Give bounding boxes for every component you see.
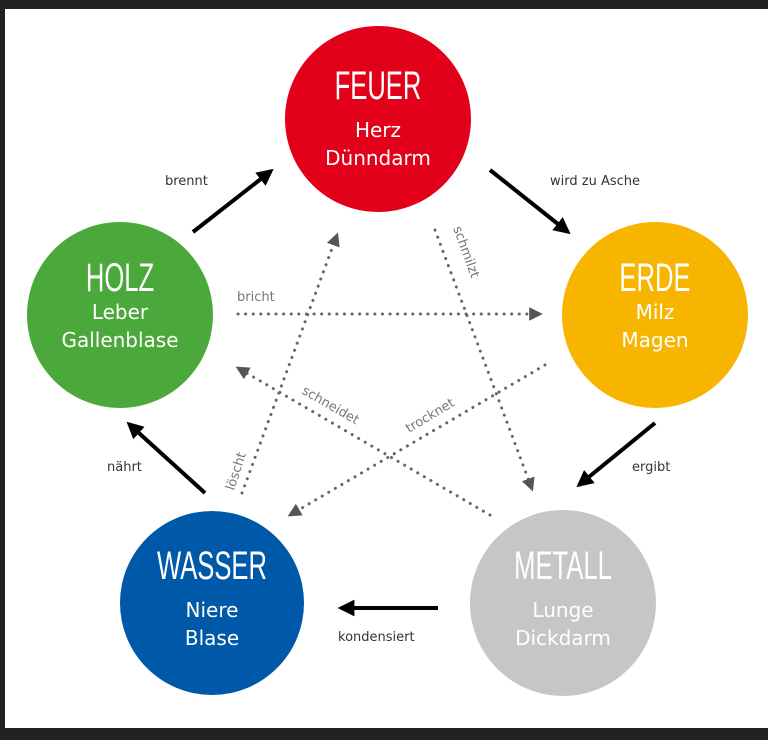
arrow-ergibt (576, 421, 657, 488)
arrow-loescht (240, 232, 340, 495)
organ-1: Niere (186, 598, 239, 622)
element-holz: HOLZ Leber Gallenblase (27, 222, 213, 408)
label-trocknet: trocknet (403, 396, 457, 437)
arrow-naehrt (126, 421, 207, 495)
organ-1: Herz (355, 118, 401, 142)
organ-2: Blase (185, 626, 239, 650)
diagram-canvas: FEUER Herz Dünndarm ERDE Milz Magen META… (5, 9, 768, 728)
label-naehrt: nährt (107, 460, 142, 475)
arrow-trocknet (287, 363, 547, 517)
organ-1: Lunge (532, 598, 593, 622)
element-title: FEUER (335, 64, 422, 108)
five-elements-diagram: FEUER Herz Dünndarm ERDE Milz Magen META… (27, 26, 748, 696)
element-feuer: FEUER Herz Dünndarm (285, 26, 471, 212)
organ-2: Dünndarm (325, 146, 431, 170)
element-title: WASSER (157, 544, 267, 588)
generating-cycle: brennt wird zu Asche ergibt kondensiert … (107, 168, 670, 645)
arrow-schneidet (235, 366, 492, 517)
organ-1: Leber (92, 300, 149, 324)
element-title: METALL (514, 544, 612, 588)
label-brennt: brennt (165, 174, 208, 189)
label-schmilzt: schmilzt (449, 224, 482, 280)
organ-2: Magen (621, 328, 688, 352)
element-circle (285, 26, 471, 212)
element-erde: ERDE Milz Magen (562, 222, 748, 408)
arrow-wird-zu-asche (488, 168, 571, 235)
label-bricht: bricht (237, 290, 275, 305)
organ-1: Milz (636, 300, 675, 324)
controlling-cycle: bricht schmilzt trocknet schneidet lösch… (224, 224, 547, 517)
arrow-brennt (191, 168, 274, 234)
element-metall: METALL Lunge Dickdarm (470, 510, 656, 696)
organ-2: Gallenblase (61, 328, 178, 352)
organ-2: Dickdarm (515, 626, 611, 650)
arrow-schmilzt (433, 228, 535, 492)
label-kondensiert: kondensiert (338, 630, 415, 645)
element-wasser: WASSER Niere Blase (120, 511, 304, 695)
element-title: HOLZ (86, 256, 154, 300)
element-circle (470, 510, 656, 696)
label-wird-zu-asche: wird zu Asche (550, 174, 640, 189)
label-schneidet: schneidet (299, 383, 361, 428)
element-circle (27, 222, 213, 408)
element-title: ERDE (619, 256, 690, 300)
label-ergibt: ergibt (632, 460, 670, 475)
element-circle (562, 222, 748, 408)
element-circle (120, 511, 304, 695)
